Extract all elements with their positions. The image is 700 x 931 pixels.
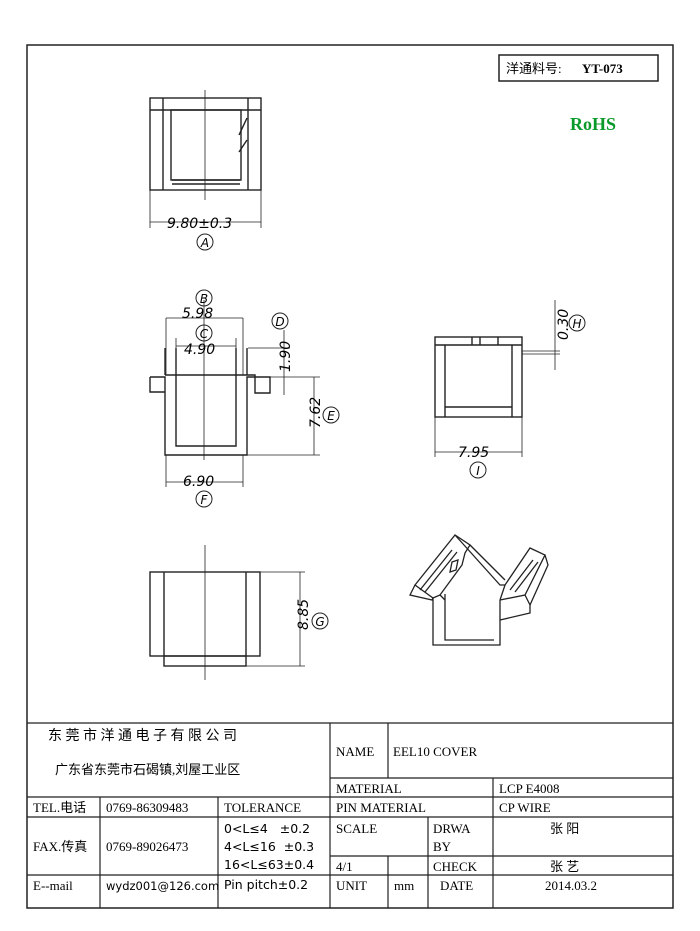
tolerance-row-3: 16<L≤63±0.4 <box>224 857 314 872</box>
dim-c-tag-circle <box>195 324 213 342</box>
tolerance-row-2: 4<L≤16 ±0.3 <box>224 839 314 854</box>
drawn-by-value: 张 阳 <box>550 821 579 836</box>
email-value: wydz001@126.com <box>106 879 219 893</box>
pin-material-label: PIN MATERIAL <box>336 800 426 815</box>
dim-b-tag-circle <box>195 289 213 307</box>
bottom-view <box>149 545 305 680</box>
scale-label: SCALE <box>336 821 377 836</box>
dim-d-tag-circle <box>271 312 289 330</box>
dim-a-tag: A <box>200 236 209 250</box>
dim-h-tag: H <box>572 317 581 331</box>
unit-value: mm <box>394 878 414 893</box>
dim-a-value: 9.80±0.3 <box>167 216 232 232</box>
title-block-lines <box>27 722 673 908</box>
dim-h-value: 0.30 <box>556 309 572 340</box>
dim-i-tag-circle <box>469 461 487 479</box>
dim-b-value: 5.98 <box>182 306 213 322</box>
side-view <box>434 300 560 457</box>
dim-g-tag: G <box>315 615 324 629</box>
date-value: 2014.03.2 <box>545 878 597 893</box>
fax-value: 0769-89026473 <box>106 839 188 854</box>
drawn-by-label-2: BY <box>433 839 452 854</box>
dim-f-tag-circle <box>195 490 213 508</box>
part-name: EEL10 COVER <box>393 744 477 759</box>
part-number-box: 洋通料号: YT-073 <box>498 54 659 82</box>
front-view <box>149 300 320 487</box>
unit-label: UNIT <box>336 878 367 893</box>
dim-h-tag-circle <box>568 314 586 332</box>
dim-e-tag-circle <box>322 406 340 424</box>
name-label: NAME <box>336 744 374 759</box>
sheet-border <box>26 44 674 909</box>
dim-d-value: 1.90 <box>278 341 294 372</box>
isometric-view <box>409 534 549 646</box>
drawn-by-label-1: DRWA <box>433 821 471 836</box>
tel-value: 0769-86309483 <box>106 800 188 815</box>
dim-c-tag: C <box>200 327 209 341</box>
tel-label: TEL.电话 <box>33 800 86 815</box>
dim-g-value: 8.85 <box>296 599 312 630</box>
check-label: CHECK <box>433 859 478 874</box>
date-label: DATE <box>440 878 473 893</box>
dim-a-tag-circle <box>196 233 214 251</box>
part-number-value: YT-073 <box>582 61 623 76</box>
top-view <box>149 90 262 228</box>
dim-d-tag: D <box>275 315 284 329</box>
dim-b-tag: B <box>200 292 208 306</box>
dim-g-tag-circle <box>311 612 329 630</box>
email-label: E--mail <box>33 878 73 893</box>
material-value: LCP E4008 <box>499 781 560 796</box>
material-label: MATERIAL <box>336 781 402 796</box>
fax-label: FAX.传真 <box>33 839 87 854</box>
rohs-label: RoHS <box>570 114 616 134</box>
checked-by-value: 张 艺 <box>550 859 579 874</box>
company-name: 东 莞 市 洋 通 电 子 有 限 公 司 <box>48 727 237 744</box>
tolerance-row-4: Pin pitch±0.2 <box>224 877 308 892</box>
dim-e-value: 7.62 <box>308 397 324 428</box>
dim-i-tag: I <box>476 464 480 478</box>
part-number-label: 洋通料号: <box>506 61 562 76</box>
tolerance-row-1: 0<L≤4 ±0.2 <box>224 821 310 836</box>
pin-material-value: CP WIRE <box>499 800 551 815</box>
dim-c-value: 4.90 <box>184 342 215 358</box>
scale-value: 4/1 <box>336 859 353 874</box>
dim-f-value: 6.90 <box>183 474 214 490</box>
dim-f-tag: F <box>201 493 209 507</box>
dim-i-value: 7.95 <box>458 445 489 461</box>
dim-e-tag: E <box>327 409 335 423</box>
tolerance-label: TOLERANCE <box>224 800 301 815</box>
company-address: 广东省东莞市石碣镇,刘屋工业区 <box>55 762 240 777</box>
